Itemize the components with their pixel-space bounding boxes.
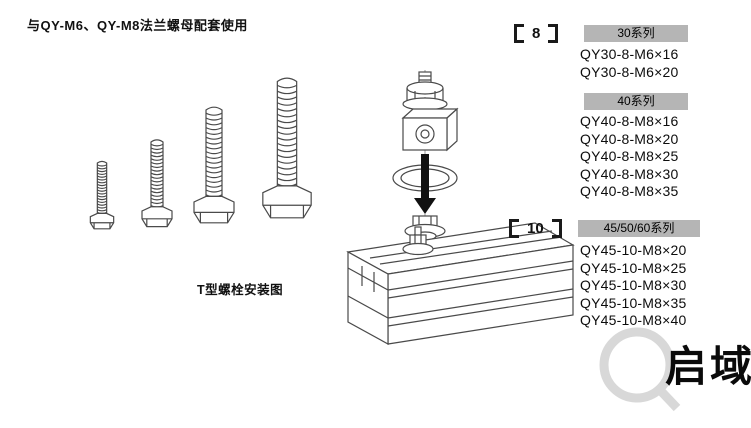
part-number: QY30-8-M6×20	[580, 64, 679, 80]
slot-size-value: 10	[527, 220, 544, 237]
usage-note: 与QY-M6、QY-M8法兰螺母配套使用	[27, 18, 248, 33]
bracket-right-icon	[551, 219, 562, 238]
part-number: QY40-8-M8×30	[580, 165, 679, 182]
series-badge-45-50-60: 45/50/60系列	[578, 220, 700, 237]
watermark-logo: 启域	[599, 327, 751, 412]
watermark-text: 启域	[665, 343, 751, 390]
part-number-list-45: QY45-10-M8×20 QY45-10-M8×25 QY45-10-M8×3…	[580, 242, 687, 330]
t-bolt-size-drawings	[90, 77, 312, 230]
part-number: QY45-10-M8×35	[580, 294, 687, 311]
diagram-caption: T型螺栓安装图	[197, 283, 284, 297]
part-number-list-30: QY30-8-M6×16 QY30-8-M6×20	[580, 45, 679, 81]
part-number: QY30-8-M6×16	[580, 46, 679, 62]
part-number: QY40-8-M8×25	[580, 148, 679, 164]
bracket-left-icon	[509, 219, 519, 238]
install-direction-arrow	[414, 154, 436, 214]
series-badge-40: 40系列	[584, 93, 688, 110]
bracket-right-icon	[548, 24, 559, 43]
part-number-list-40: QY40-8-M8×16 QY40-8-M8×20 QY40-8-M8×25 Q…	[580, 113, 679, 201]
t-bolt-drawing-xlarge	[262, 77, 312, 219]
part-number: QY40-8-M8×35	[580, 183, 679, 199]
q-logo-icon	[599, 327, 675, 403]
t-nut-block-drawing	[401, 107, 459, 152]
part-number: QY40-8-M8×16	[580, 113, 679, 129]
slot-size-marker-8: 8	[514, 24, 559, 43]
part-number: QY45-10-M8×20	[580, 242, 687, 258]
hex-nut-drawing	[402, 71, 448, 111]
part-number: QY45-10-M8×30	[580, 277, 687, 293]
part-number: QY40-8-M8×20	[580, 130, 679, 147]
part-number: QY45-10-M8×25	[580, 259, 687, 276]
t-bolt-drawing-large	[193, 106, 235, 224]
installed-bolt-drawing	[402, 226, 434, 256]
series-badge-30: 30系列	[584, 25, 688, 42]
slot-size-value: 8	[532, 25, 541, 42]
part-number: QY45-10-M8×40	[580, 312, 687, 328]
q-logo-tail-icon	[655, 385, 681, 412]
t-bolt-drawing-medium	[141, 139, 173, 227]
bracket-left-icon	[514, 24, 524, 43]
slot-size-marker-10: 10	[509, 219, 562, 238]
t-bolt-drawing-small	[90, 161, 114, 230]
